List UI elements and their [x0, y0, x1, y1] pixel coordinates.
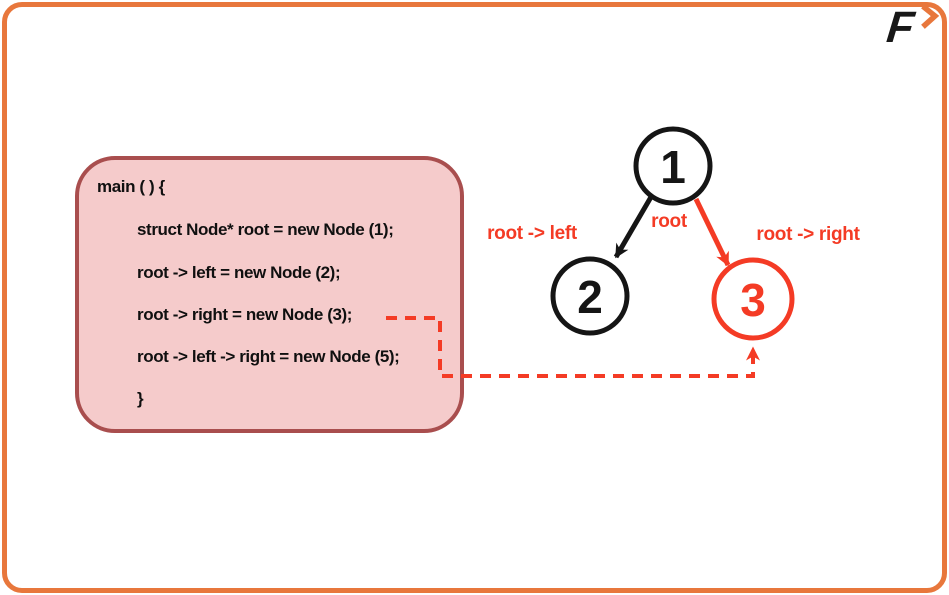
code-line-main: main ( ) {	[97, 177, 165, 196]
brand-logo: F	[884, 3, 940, 52]
node-2-circle	[550, 256, 630, 336]
node-3-value: 3	[740, 274, 766, 326]
node-3-circle	[711, 257, 795, 341]
node-1-circle	[633, 126, 713, 206]
label-root: root	[651, 211, 688, 232]
code-line-new-node-1: struct Node* root = new Node (1);	[137, 220, 394, 239]
code-box: main ( ) { struct Node* root = new Node …	[75, 156, 464, 433]
code-line-new-node-5: root -> left -> right = new Node (5);	[137, 347, 400, 366]
node-2-value: 2	[577, 271, 603, 323]
node-1-value: 1	[660, 141, 686, 193]
chevron-right-icon	[921, 5, 940, 29]
code-line-new-node-2: root -> left = new Node (2);	[137, 263, 341, 282]
code-line-closing-brace: }	[137, 389, 144, 408]
code-line-new-node-3: root -> right = new Node (3);	[137, 305, 353, 324]
edge-root-to-right-child	[693, 197, 731, 267]
label-root-right: root -> right	[756, 224, 860, 245]
edge-root-to-left-child	[613, 195, 654, 259]
label-root-left: root -> left	[487, 223, 578, 244]
